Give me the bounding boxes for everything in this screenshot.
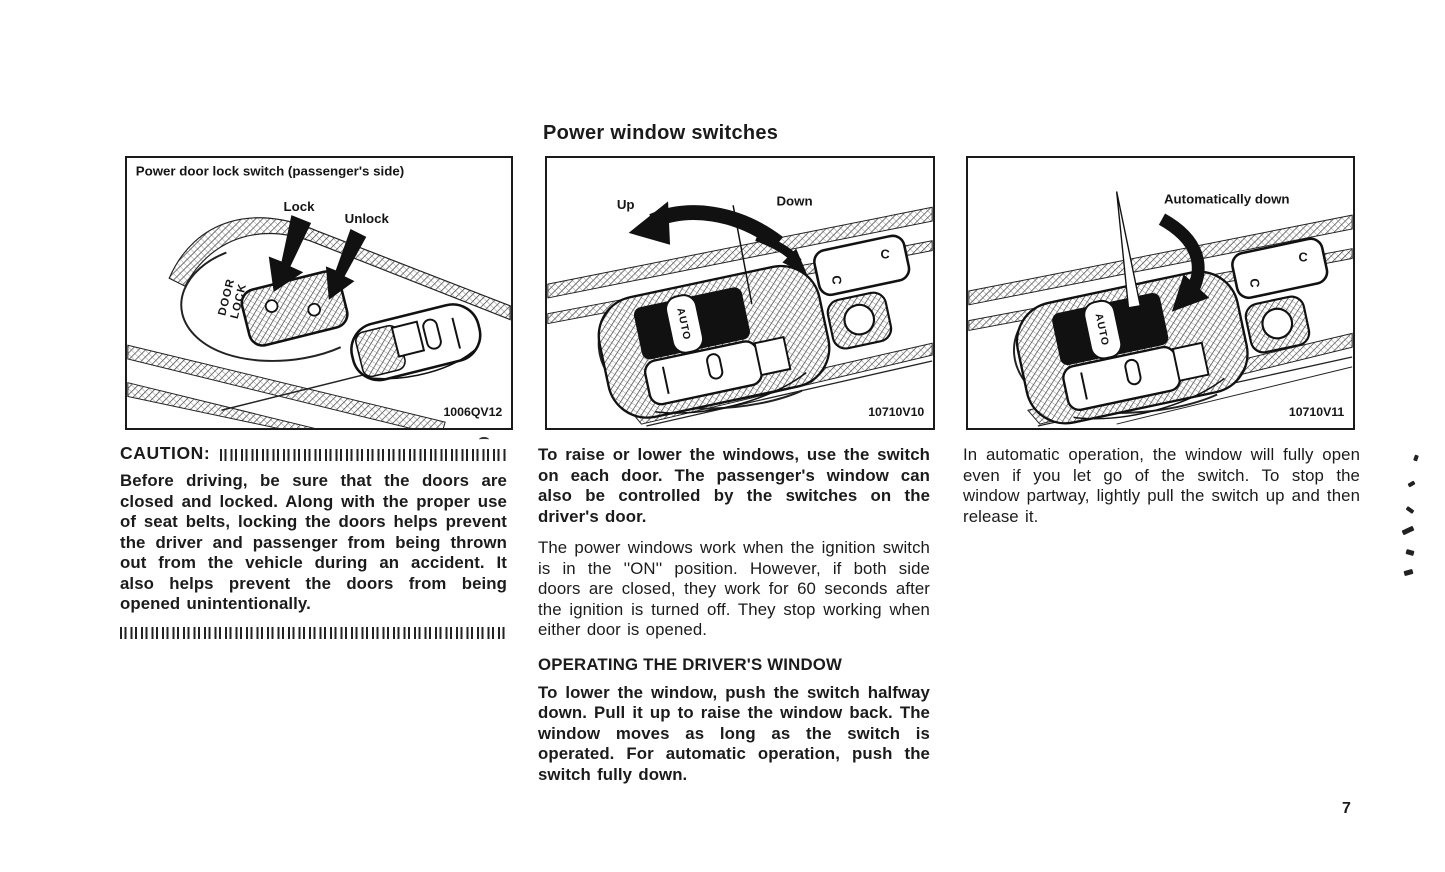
caution-label: CAUTION: <box>120 443 211 463</box>
figure-code: 1006QV12 <box>443 405 502 419</box>
figure-window-switch-manual: AUTO C C Up Down 10710V10 <box>545 156 935 430</box>
caution-divider <box>220 449 507 461</box>
ignition-paragraph: The power windows work when the ignition… <box>538 538 930 639</box>
lower-window-paragraph: To lower the window, push the switch hal… <box>538 682 930 784</box>
window-manual-illustration: AUTO C C Up Down 10710V10 <box>547 193 933 427</box>
page-title: Power window switches <box>543 122 779 144</box>
automatic-operation-paragraph: In automatic operation, the window will … <box>963 445 1360 526</box>
figure-code: 10710V11 <box>1289 405 1345 419</box>
svg-text:C: C <box>1298 249 1308 264</box>
pointer-line <box>732 205 753 304</box>
window-switch-paragraph: To raise or lower the windows, use the s… <box>538 445 930 526</box>
column-automatic-operation: In automatic operation, the window will … <box>963 445 1360 538</box>
window-switch-shape <box>350 303 482 382</box>
caution-body: Before driving, be sure that the doors a… <box>120 471 507 613</box>
lock-arrow-icon <box>268 215 312 293</box>
window-auto-illustration: AUTO C C Automatically down 10710V11 <box>968 191 1353 427</box>
ink-speck <box>1407 480 1416 488</box>
column-window-operation: To raise or lower the windows, use the s… <box>538 445 930 796</box>
lock-label: Lock <box>284 199 316 214</box>
ink-speck <box>1413 454 1419 462</box>
caution-heading-row: CAUTION: <box>120 443 507 464</box>
caution-end-divider <box>120 626 507 639</box>
up-label: Up <box>617 197 635 212</box>
down-arrowhead-icon <box>782 248 808 275</box>
svg-text:C: C <box>829 275 844 285</box>
ink-speck <box>1405 549 1415 556</box>
figure-code: 10710V10 <box>868 405 924 419</box>
window-lock-button-shape <box>826 291 893 350</box>
page-number: 7 <box>1342 800 1351 817</box>
figure-caption: Power door lock switch (passenger's side… <box>136 164 404 179</box>
scan-artifact-mark <box>479 437 489 442</box>
door-lock-rocker-shape: C C <box>1231 237 1329 300</box>
unlock-label: Unlock <box>345 211 390 226</box>
operating-drivers-window-heading: OPERATING THE DRIVER'S WINDOW <box>538 654 843 674</box>
ink-speck <box>1401 525 1415 536</box>
figure-door-lock-switch: DOOR LOCK Lock Unlock Power door lock sw… <box>125 156 513 430</box>
ink-speck <box>1403 568 1414 577</box>
up-arrowhead-icon <box>628 201 671 245</box>
svg-text:C: C <box>1247 278 1262 288</box>
switch-cluster-shape: AUTO <box>1015 270 1249 425</box>
figure-window-switch-auto: AUTO C C Automatically down 10710V11 <box>966 156 1355 430</box>
door-lock-illustration: DOOR LOCK Lock Unlock Power door lock sw… <box>127 164 511 428</box>
automatically-down-label: Automatically down <box>1164 191 1290 206</box>
auto-down-arrowhead-icon <box>1171 274 1210 312</box>
pointer-wedge <box>1115 191 1142 309</box>
door-lock-rocker-shape: C C <box>813 234 911 297</box>
column-caution: CAUTION: Before driving, be sure that th… <box>120 443 507 639</box>
window-lock-button-shape <box>1244 295 1311 354</box>
svg-text:C: C <box>880 246 890 261</box>
down-label: Down <box>776 193 812 208</box>
door-lock-switch-shape <box>240 270 349 347</box>
unlock-arrow-icon <box>325 228 367 300</box>
ink-speck <box>1405 506 1415 514</box>
switch-cluster-shape: AUTO <box>597 264 831 419</box>
